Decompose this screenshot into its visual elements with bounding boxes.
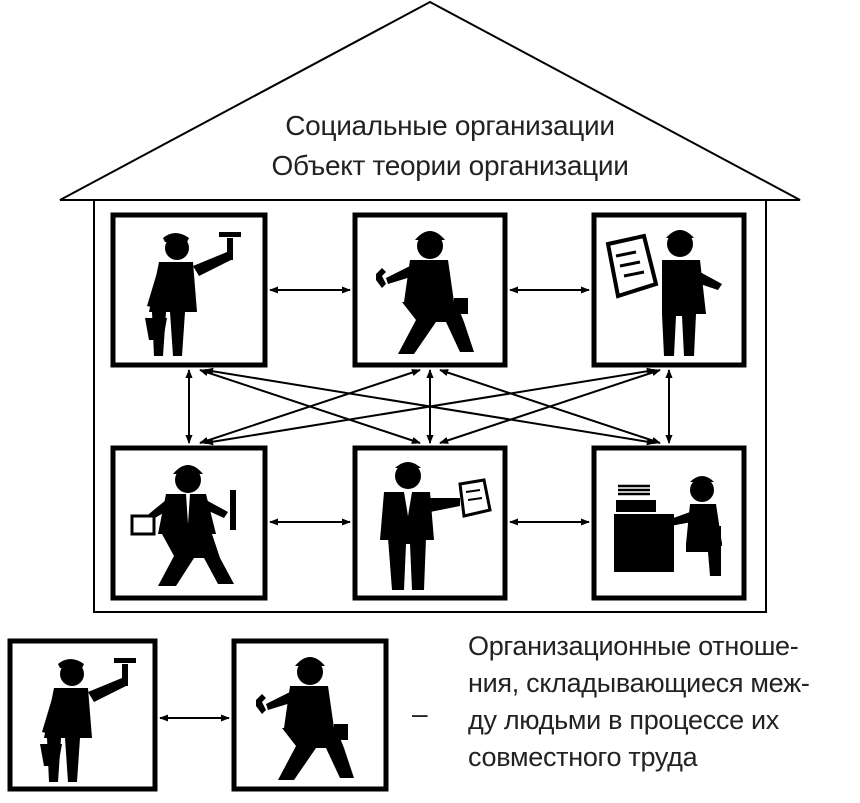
horizontal-arrows — [269, 286, 590, 526]
arrow-3-5 — [439, 369, 661, 444]
frame-manager — [110, 445, 268, 601]
legend-line: совместного труда — [468, 742, 698, 772]
roof-subtitle: Объект теории организации — [271, 150, 629, 181]
house-walls — [93, 199, 767, 613]
roof-title: Социальные организации — [285, 110, 615, 141]
frame-mechanic — [352, 212, 508, 368]
legend-dash: – — [412, 698, 428, 729]
legend-line: ния, складывающиеся меж- — [468, 668, 810, 698]
frame-painter — [110, 212, 268, 368]
legend-line: ду людьми в процессе их — [468, 705, 780, 735]
frame-reader — [591, 212, 747, 368]
legend-frame-mechanic — [231, 638, 389, 792]
cross-arrows — [185, 367, 673, 446]
legend-frame-painter — [7, 638, 158, 792]
frame-typist — [591, 445, 747, 601]
legend-description: Организационные отноше- ния, складывающи… — [468, 628, 853, 776]
legend-line: Организационные отноше- — [468, 631, 799, 661]
frame-boss — [352, 445, 508, 601]
